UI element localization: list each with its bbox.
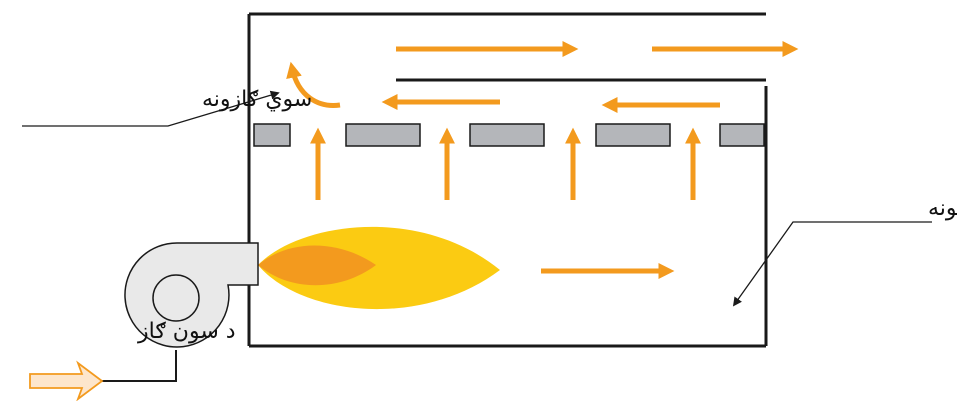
baffle-3 [469, 123, 545, 147]
baffle-4 [595, 123, 671, 147]
centrifugal-blower-icon [124, 242, 259, 348]
burner-flame [258, 226, 500, 310]
baffle-2 [345, 123, 421, 147]
flame-core [258, 245, 376, 286]
baffle-row [253, 123, 765, 147]
burned-gas-leader [22, 90, 280, 127]
baffle-5 [719, 123, 765, 147]
burned-gas-label: سوي ګازونه [202, 87, 312, 112]
furnace-label: د اورخونه [928, 196, 957, 221]
leader-lines [22, 90, 932, 307]
furnace-chamber [247, 12, 768, 348]
baffle-1 [253, 123, 291, 147]
gas-flow-arrows [286, 40, 799, 280]
flue-curve-arrow [286, 61, 341, 108]
fuel-pipe [100, 350, 177, 382]
fuel-gas-label: د سون ګاز [137, 319, 236, 344]
blower-impeller [152, 274, 200, 322]
fuel-gas-line [29, 350, 177, 401]
furnace-leader [732, 221, 932, 307]
inlet-arrow-icon [29, 360, 104, 401]
